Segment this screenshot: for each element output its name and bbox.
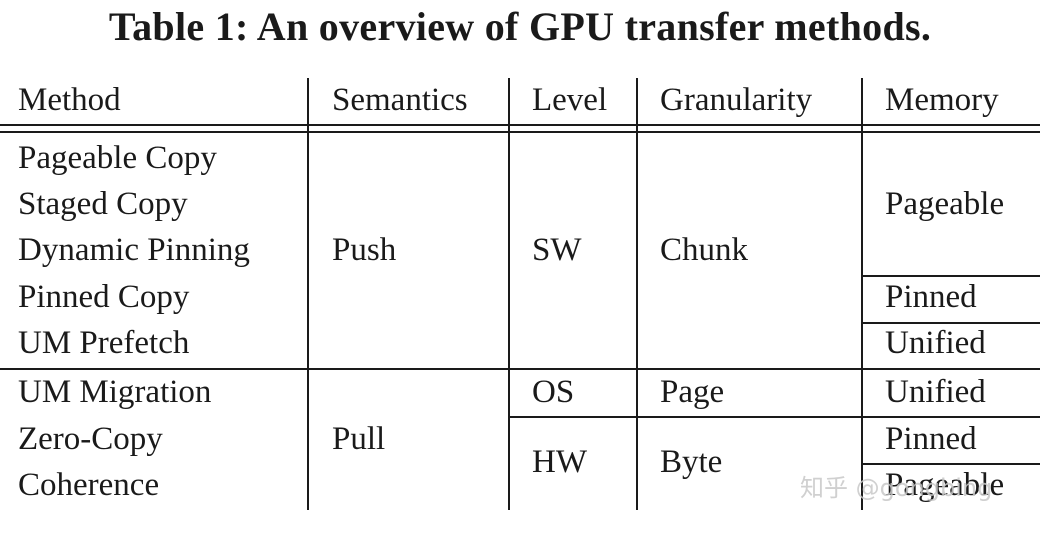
granularity-page: Page (660, 374, 725, 410)
header-granularity: Granularity (660, 82, 813, 118)
watermark: 知乎 @gongbing (800, 474, 993, 502)
method-cell: UM Prefetch (18, 325, 190, 361)
method-cell: Coherence (18, 467, 160, 503)
header-memory: Memory (885, 82, 999, 118)
memory-row-rule (862, 275, 1040, 277)
method-cell: Pageable Copy (18, 140, 217, 176)
column-divider (508, 78, 510, 510)
method-cell: UM Migration (18, 374, 212, 410)
memory-pageable: Pageable (885, 186, 1005, 222)
header-double-rule (0, 124, 1040, 126)
memory-pageable-hw: Pageable (885, 467, 1005, 503)
header-method: Method (18, 82, 121, 118)
header-double-rule (0, 131, 1040, 133)
column-divider (307, 78, 309, 510)
table-caption: Table 1: An overview of GPU transfer met… (108, 4, 932, 49)
method-cell: Dynamic Pinning (18, 232, 250, 268)
memory-row-rule (862, 463, 1040, 465)
granularity-chunk: Chunk (660, 232, 749, 268)
memory-unified-os: Unified (885, 374, 986, 410)
granularity-byte: Byte (660, 444, 723, 480)
memory-pinned: Pinned (885, 279, 977, 315)
header-semantics: Semantics (332, 82, 468, 118)
memory-row-rule (862, 322, 1040, 324)
memory-pinned-hw: Pinned (885, 421, 977, 457)
method-cell: Pinned Copy (18, 279, 190, 315)
level-os: OS (532, 374, 575, 410)
column-divider (861, 78, 863, 510)
group-separator (0, 368, 1040, 370)
method-cell: Staged Copy (18, 186, 188, 222)
column-divider (636, 78, 638, 510)
semantics-push: Push (332, 232, 397, 268)
level-hw: HW (532, 444, 587, 480)
memory-unified: Unified (885, 325, 986, 361)
level-sw: SW (532, 232, 582, 268)
header-level: Level (532, 82, 608, 118)
semantics-pull: Pull (332, 421, 386, 457)
method-cell: Zero-Copy (18, 421, 163, 457)
level-row-rule (509, 416, 1040, 418)
